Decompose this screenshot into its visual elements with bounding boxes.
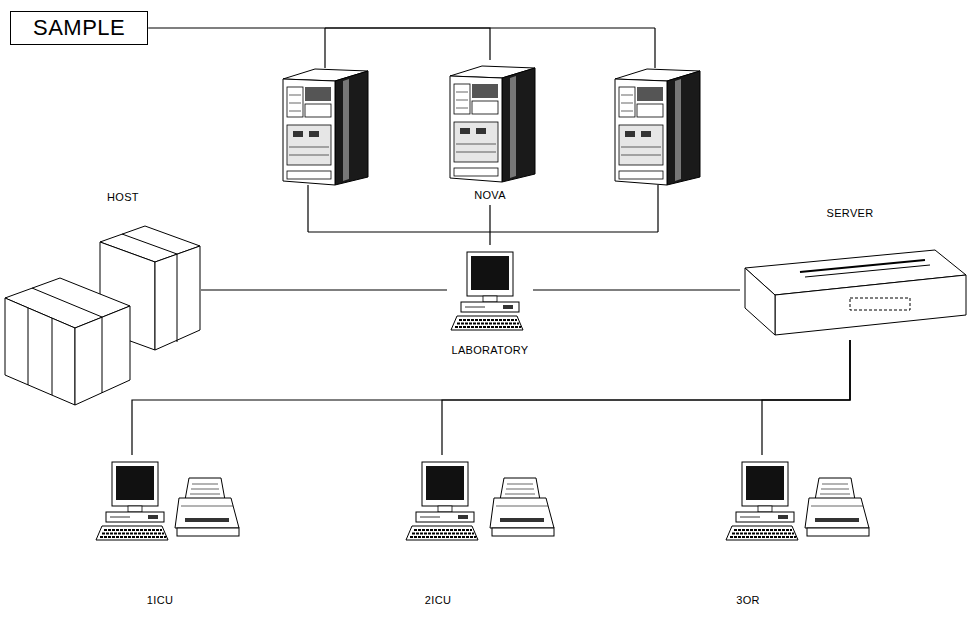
network-cable [201,289,447,290]
host-mainframe: HOST [5,188,201,410]
node-label: HOST [106,191,140,204]
node-label: NOVA [473,189,507,202]
mainframe-drawing [5,226,200,405]
terminal-station: 3OR [725,455,880,610]
lab-workstation-drawing [451,252,523,330]
node-label: 2ICU [424,594,452,607]
node-label: LABORATORY [451,344,530,357]
node-label: 3OR [735,594,761,607]
terminal-drawing [96,462,168,540]
nova-bus-wire [308,185,658,232]
tower-server [615,69,700,185]
network-cable [489,205,490,245]
printer-drawing [490,478,554,536]
tower-server [283,69,368,185]
node-label: SERVER [826,207,875,220]
tower-server [450,66,535,182]
network-cable [762,340,850,455]
network-cable [533,289,740,290]
node-label: SAMPLE [33,12,125,43]
sample-box: SAMPLE [10,11,148,45]
network-cable [132,340,850,455]
laboratory-workstation: LABORATORY [447,245,533,360]
network-cable [442,340,850,455]
server-unit: SERVER [740,205,966,340]
server-unit-drawing [745,250,966,335]
node-label: 1ICU [146,594,174,607]
terminal-station: 1ICU [95,455,245,610]
printer-drawing [805,478,869,536]
terminal-station: 2ICU [405,455,560,610]
nova-server: NOVA [445,60,535,205]
printer-drawing [175,478,239,536]
network-cable [148,28,490,60]
terminal-drawing [406,462,478,540]
terminal-drawing [726,462,798,540]
